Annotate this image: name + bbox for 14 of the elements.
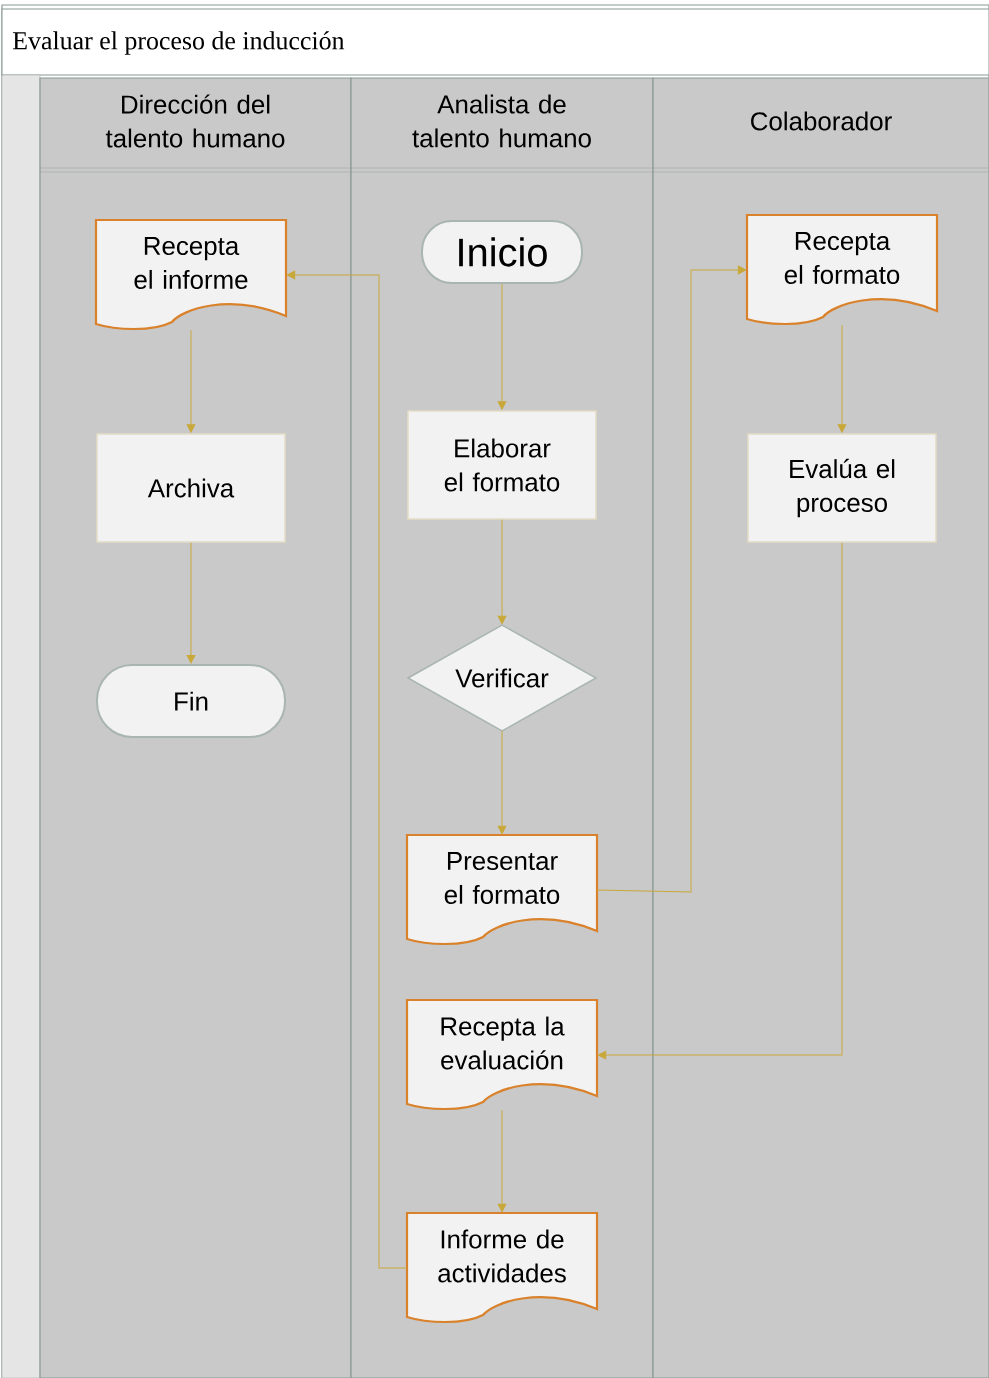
- arrow: [497, 1109, 507, 1213]
- arrow: [186, 329, 196, 433]
- arrow: [186, 542, 196, 664]
- arrow: [837, 324, 847, 433]
- arrow: [497, 519, 507, 625]
- title-text: Evaluar el proceso de inducción: [12, 31, 345, 55]
- arrow: [286, 270, 408, 1269]
- arrow: [497, 730, 507, 835]
- arrow: [597, 542, 843, 1060]
- process-box: Evalúa el proceso: [747, 433, 937, 543]
- arrow: [497, 283, 507, 410]
- arrow: [596, 265, 747, 893]
- process-box: Elaborar el formato: [407, 410, 597, 520]
- process-box: Archiva: [96, 433, 286, 543]
